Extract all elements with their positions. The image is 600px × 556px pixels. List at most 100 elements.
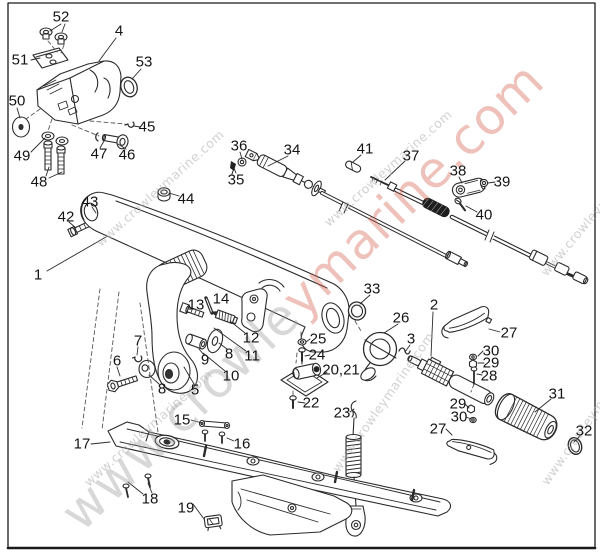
part-label-44: 44 bbox=[177, 190, 195, 208]
part-33-ring bbox=[347, 301, 367, 321]
part-label-30: 30 bbox=[450, 408, 468, 426]
part-label-30: 30 bbox=[482, 342, 500, 360]
part-18-screws bbox=[122, 473, 152, 498]
part-9-bushing bbox=[185, 333, 207, 350]
part-1-arm bbox=[80, 191, 350, 353]
part-label-31: 31 bbox=[548, 385, 566, 403]
part-label-34: 34 bbox=[283, 141, 301, 159]
part-label-32: 32 bbox=[575, 422, 593, 440]
part-label-36: 36 bbox=[230, 137, 248, 155]
part-30-washer-bottom bbox=[469, 416, 477, 424]
part-label-52: 52 bbox=[52, 8, 70, 26]
part-label-2: 2 bbox=[429, 296, 439, 314]
part-17-pan bbox=[107, 421, 452, 536]
part-label-13: 13 bbox=[187, 296, 205, 314]
part-7-clip bbox=[131, 355, 143, 363]
part-label-16: 16 bbox=[233, 435, 251, 453]
part-27-grip-half-top bbox=[441, 305, 493, 339]
part-52-nuts bbox=[39, 27, 68, 45]
part-label-49: 49 bbox=[13, 147, 31, 165]
part-31-grip bbox=[494, 393, 558, 441]
part-label-28: 28 bbox=[480, 367, 498, 385]
part-label-50: 50 bbox=[8, 92, 26, 110]
part-12-spring-screw bbox=[211, 309, 239, 325]
part-4-housing bbox=[36, 60, 122, 125]
part-label-14: 14 bbox=[212, 290, 230, 308]
part-label-27: 27 bbox=[500, 324, 518, 342]
part-label-10: 10 bbox=[222, 367, 240, 385]
part-16-screws bbox=[201, 429, 226, 444]
part-label-1: 1 bbox=[33, 266, 43, 284]
part-32-oring bbox=[567, 436, 583, 456]
part-26-friction-clamp bbox=[360, 331, 398, 382]
part-label-7: 7 bbox=[133, 332, 143, 350]
part-label-17: 17 bbox=[73, 435, 91, 453]
part-29-nut-top bbox=[468, 359, 478, 369]
part-44-nut bbox=[157, 187, 171, 202]
part-label-33: 33 bbox=[363, 280, 381, 298]
part-3-clip bbox=[398, 347, 411, 355]
part-label-39: 39 bbox=[493, 173, 511, 191]
part-label-47: 47 bbox=[90, 145, 108, 163]
part-label-29: 29 bbox=[449, 395, 467, 413]
part-label-48: 48 bbox=[30, 173, 48, 191]
part-label-8: 8 bbox=[157, 380, 167, 398]
part-label-12: 12 bbox=[242, 329, 260, 347]
part-label-5: 5 bbox=[190, 381, 200, 399]
part-2-throttle-shaft bbox=[407, 355, 495, 406]
part-label-35: 35 bbox=[227, 171, 245, 189]
part-27-grip-half-bottom bbox=[446, 438, 498, 465]
part-15-link bbox=[198, 419, 231, 430]
part-label-25: 25 bbox=[309, 330, 327, 348]
part-label-46: 46 bbox=[118, 146, 136, 164]
part-46-47-pin bbox=[95, 132, 129, 150]
part-13-bolt bbox=[179, 302, 205, 318]
leader-lines bbox=[16, 23, 581, 520]
part-8-washer-upper bbox=[206, 328, 224, 354]
part-label-45: 45 bbox=[138, 118, 156, 136]
part-label-26: 26 bbox=[392, 309, 410, 327]
part-30-washer-top bbox=[468, 353, 478, 361]
part-label-23: 23 bbox=[333, 404, 351, 422]
part-6-bolt bbox=[106, 375, 139, 393]
part-label-8: 8 bbox=[224, 345, 234, 363]
part-label-40: 40 bbox=[475, 206, 493, 224]
part-label-18: 18 bbox=[141, 490, 159, 508]
part-37-cable bbox=[370, 176, 589, 285]
part-50-disc bbox=[11, 116, 31, 138]
part-22-screw bbox=[289, 395, 297, 409]
part-8-washer-lower bbox=[138, 359, 156, 379]
part-label-3: 3 bbox=[406, 330, 416, 348]
page-border bbox=[6, 2, 597, 550]
part-28-screw bbox=[470, 366, 478, 385]
part-48-bolts bbox=[43, 140, 66, 175]
part-label-27: 27 bbox=[429, 420, 447, 438]
part-label-53: 53 bbox=[135, 53, 153, 71]
dashed-construction-lines bbox=[25, 40, 475, 433]
part-label-9: 9 bbox=[200, 351, 210, 369]
part-14-pin bbox=[204, 296, 214, 315]
part-40-screw bbox=[454, 197, 467, 212]
part-label-19: 19 bbox=[177, 499, 195, 517]
part-5-lever bbox=[146, 249, 208, 394]
part-label-41: 41 bbox=[356, 140, 374, 158]
part-34-cable bbox=[244, 148, 469, 267]
part-label-6: 6 bbox=[112, 352, 122, 370]
part-label-37: 37 bbox=[402, 147, 420, 165]
part-45-clip bbox=[124, 121, 135, 128]
part-label-51: 51 bbox=[11, 51, 29, 69]
part-label-42: 42 bbox=[57, 208, 75, 226]
part-41-sleeve bbox=[345, 160, 362, 173]
part-label-38: 38 bbox=[449, 162, 467, 180]
part-53-grommet bbox=[120, 76, 138, 98]
part-label-20,21: 20,21 bbox=[322, 361, 360, 379]
part-label-22: 22 bbox=[302, 394, 320, 412]
part-24-screw bbox=[298, 347, 306, 365]
part-20-21-bracket bbox=[280, 362, 329, 397]
part-29-nut-bottom bbox=[466, 404, 476, 414]
part-label-15: 15 bbox=[173, 411, 191, 429]
part-label-24: 24 bbox=[308, 346, 326, 364]
